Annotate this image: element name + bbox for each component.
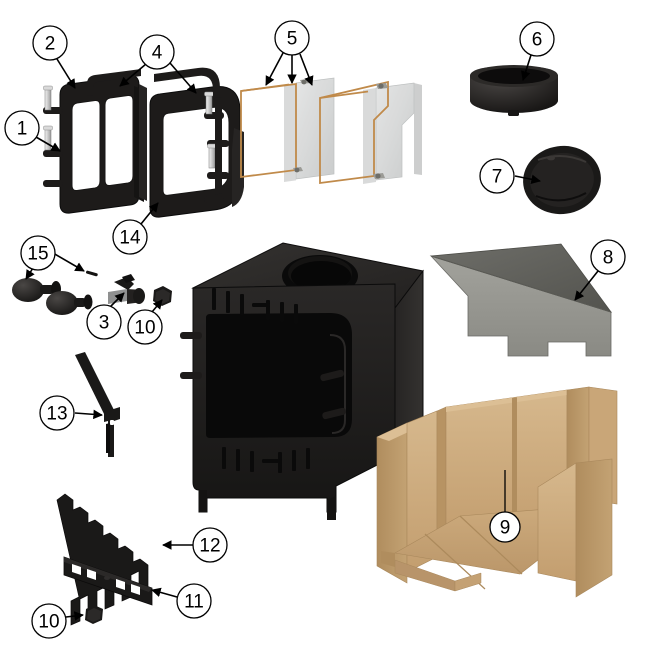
- callout-label: 8: [603, 248, 614, 269]
- callout-circle: [20, 235, 56, 271]
- callout-circle: [32, 25, 68, 61]
- callout-label: 15: [27, 244, 48, 265]
- hinge-pin: [43, 125, 53, 151]
- callout-circle: [489, 511, 521, 543]
- part-left-door-frame: [43, 75, 147, 214]
- callout-label: 11: [184, 592, 204, 613]
- callout-3[interactable]: 3: [86, 304, 122, 340]
- hinge-pin: [43, 85, 53, 111]
- callout-label: 5: [287, 29, 298, 50]
- part-hinge-pins-left: [43, 85, 53, 151]
- part-flue-cover-plate: [523, 145, 601, 215]
- callout-circle: [274, 20, 310, 56]
- callout-label: 1: [17, 119, 28, 140]
- callout-4[interactable]: 4: [139, 34, 175, 70]
- callout-label: 3: [99, 313, 110, 334]
- part-control-knobs: [12, 270, 98, 315]
- callout-circle: [39, 395, 75, 431]
- part-door-retaining-bars: [87, 67, 222, 195]
- callout-1[interactable]: 1: [4, 110, 40, 146]
- callout-14[interactable]: 14: [112, 219, 148, 255]
- callout-10[interactable]: 10: [31, 603, 67, 639]
- part-operating-tool: [75, 352, 120, 457]
- control-knob: [12, 278, 61, 302]
- callout-8[interactable]: 8: [590, 239, 626, 275]
- callout-label: 14: [119, 228, 141, 249]
- callout-label: 6: [532, 30, 543, 51]
- callout-circle: [590, 239, 626, 275]
- control-knob: [46, 291, 93, 315]
- callout-label: 13: [46, 404, 67, 425]
- callout-circle: [4, 110, 40, 146]
- callout-15[interactable]: 15: [20, 235, 56, 271]
- callout-label: 4: [152, 43, 163, 64]
- part-flue-collar: [470, 65, 558, 116]
- callout-label: 7: [492, 167, 503, 188]
- callout-5[interactable]: 5: [274, 20, 310, 56]
- lower-vent-slots: [222, 447, 310, 473]
- callout-6[interactable]: 6: [519, 21, 555, 57]
- callout-circle: [112, 219, 148, 255]
- callout-12[interactable]: 12: [192, 527, 228, 563]
- callout-13[interactable]: 13: [39, 395, 75, 431]
- callout-label: 2: [45, 34, 56, 55]
- callout-label: 12: [199, 536, 220, 557]
- callout-label: 10: [134, 318, 155, 339]
- callout-label: 9: [500, 518, 511, 539]
- callout-circle: [519, 21, 555, 57]
- callout-label: 10: [38, 612, 59, 633]
- callout-2[interactable]: 2: [32, 25, 68, 61]
- callout-10[interactable]: 10: [127, 309, 163, 345]
- callout-circle: [139, 34, 175, 70]
- part-slotted-grate-plate: [63, 556, 153, 606]
- callout-11[interactable]: 11: [176, 583, 212, 619]
- glass-panel-right: [319, 80, 422, 185]
- glass-panel-left: [240, 77, 335, 182]
- callout-7[interactable]: 7: [479, 158, 515, 194]
- upper-vent-slots: [212, 288, 298, 324]
- part-glass-panels: [240, 77, 422, 185]
- part-stove-body: [180, 242, 424, 520]
- part-nut-lower: [85, 605, 103, 624]
- callout-circle: [192, 527, 228, 563]
- callout-circle: [176, 583, 212, 619]
- callout-circle: [31, 603, 67, 639]
- part-baffle-plate: [429, 243, 613, 357]
- callout-circle: [86, 304, 122, 340]
- callout-circle: [127, 309, 163, 345]
- callout-9[interactable]: 9: [489, 511, 521, 543]
- callout-circle: [479, 158, 515, 194]
